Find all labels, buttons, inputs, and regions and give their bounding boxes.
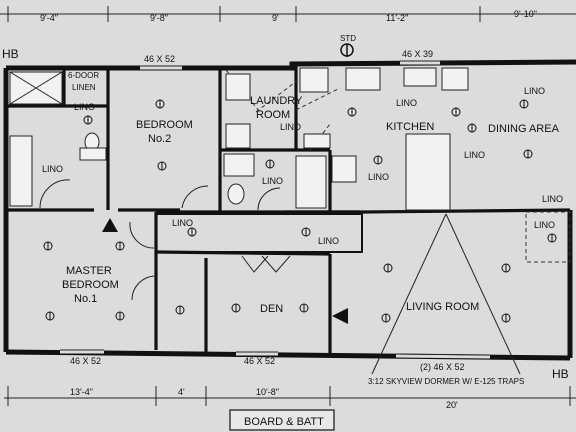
toilet-bath2	[227, 183, 245, 205]
lino-labels: LINO LINO LINO LINO LINO LINO LINO LINO …	[42, 86, 563, 246]
std-meter: STD	[340, 34, 356, 57]
entry-marker-left	[332, 308, 348, 324]
dimension-top-4: 11'-2"	[386, 13, 408, 23]
tub	[295, 155, 327, 209]
lino-label: LINO	[396, 98, 417, 108]
hb-right-label: HB	[552, 367, 569, 381]
hb-left-label: HB	[2, 47, 19, 61]
lino-label: LINO	[542, 194, 563, 204]
kitchen-label: KITCHEN	[386, 121, 434, 133]
window-label-bottom-mid: 46 X 52	[244, 356, 275, 366]
linen-label-line2: LINEN	[72, 83, 96, 92]
lino-label: LINO	[280, 122, 301, 132]
lino-label: LINO	[172, 218, 193, 228]
refrigerator	[299, 67, 329, 93]
laundry-label-line2: ROOM	[256, 109, 290, 121]
window-label-bottom-left: 46 X 52	[70, 356, 101, 366]
skyview-dormer-lines	[371, 213, 521, 375]
dimension-top-2: 9'-8"	[150, 13, 168, 23]
range	[345, 67, 381, 91]
washer	[225, 73, 251, 101]
siding-label: BOARD & BATT	[244, 416, 324, 428]
entry-marker-up	[102, 218, 118, 232]
ceiling-light-symbols	[43, 99, 557, 323]
lino-label: LINO	[262, 176, 283, 186]
lino-label: LINO	[524, 86, 545, 96]
kitchen-fixtures	[299, 67, 469, 211]
bedroom2-label-line2: No.2	[148, 133, 171, 145]
vanity-bath1	[79, 147, 107, 161]
hallway-outline	[155, 211, 571, 263]
room-labels: 6-DOOR LINEN BEDROOM No.2 LAUNDRY ROOM K…	[62, 71, 560, 315]
pantry	[303, 133, 331, 149]
dishwasher	[441, 67, 469, 91]
dimension-top-1: 9'-4"	[40, 13, 58, 23]
top-dimension-line: 9'-4" 9'-8" 9' 11'-2" 9'-10"	[0, 6, 576, 23]
dimension-top-3: 9'	[272, 13, 279, 23]
dining-label: DINING AREA	[488, 123, 560, 135]
lino-label: LINO	[534, 220, 555, 230]
den-label: DEN	[260, 303, 283, 315]
linen-label-line1: 6-DOOR	[68, 71, 99, 80]
dimension-bottom-4: 20'	[446, 400, 458, 410]
bedroom2-label-line1: BEDROOM	[136, 119, 193, 131]
bottom-dimension-line: 13'-4" 4' 10'-8" 20'	[4, 386, 576, 410]
kitchen-sink	[403, 67, 437, 87]
living-label: LIVING ROOM	[406, 301, 479, 313]
lino-label: LINO	[42, 164, 63, 174]
master-label-line2: BEDROOM	[62, 279, 119, 291]
window-label-top-right: 46 X 39	[402, 49, 433, 59]
std-label: STD	[340, 34, 356, 43]
window-label-top-left: 46 X 52	[144, 54, 175, 64]
bath-fixtures	[9, 71, 357, 209]
laundry-label-line1: LAUNDRY	[250, 95, 303, 107]
dimension-top-5: 9'-10"	[514, 9, 537, 19]
lino-label: LINO	[464, 150, 485, 160]
siding-label-box: BOARD & BATT	[229, 409, 335, 431]
vanity-bath2	[223, 153, 255, 177]
dryer	[225, 123, 251, 149]
master-label-line3: No.1	[74, 293, 97, 305]
lino-label: LINO	[318, 236, 339, 246]
dimension-bottom-3: 10'-8"	[256, 387, 279, 397]
window-label-bottom-right: (2) 46 X 52	[420, 362, 465, 372]
dormer-note: 3:12 SKYVIEW DORMER W/ E-125 TRAPS	[368, 377, 524, 386]
kitchen-island	[405, 133, 451, 211]
lino-label: LINO	[74, 102, 95, 112]
water-heater	[331, 155, 357, 183]
lino-label: LINO	[368, 172, 389, 182]
dimension-bottom-2: 4'	[178, 387, 185, 397]
vanity-left	[9, 135, 33, 207]
dimension-bottom-1: 13'-4"	[70, 387, 93, 397]
master-label-line1: MASTER	[66, 265, 112, 277]
